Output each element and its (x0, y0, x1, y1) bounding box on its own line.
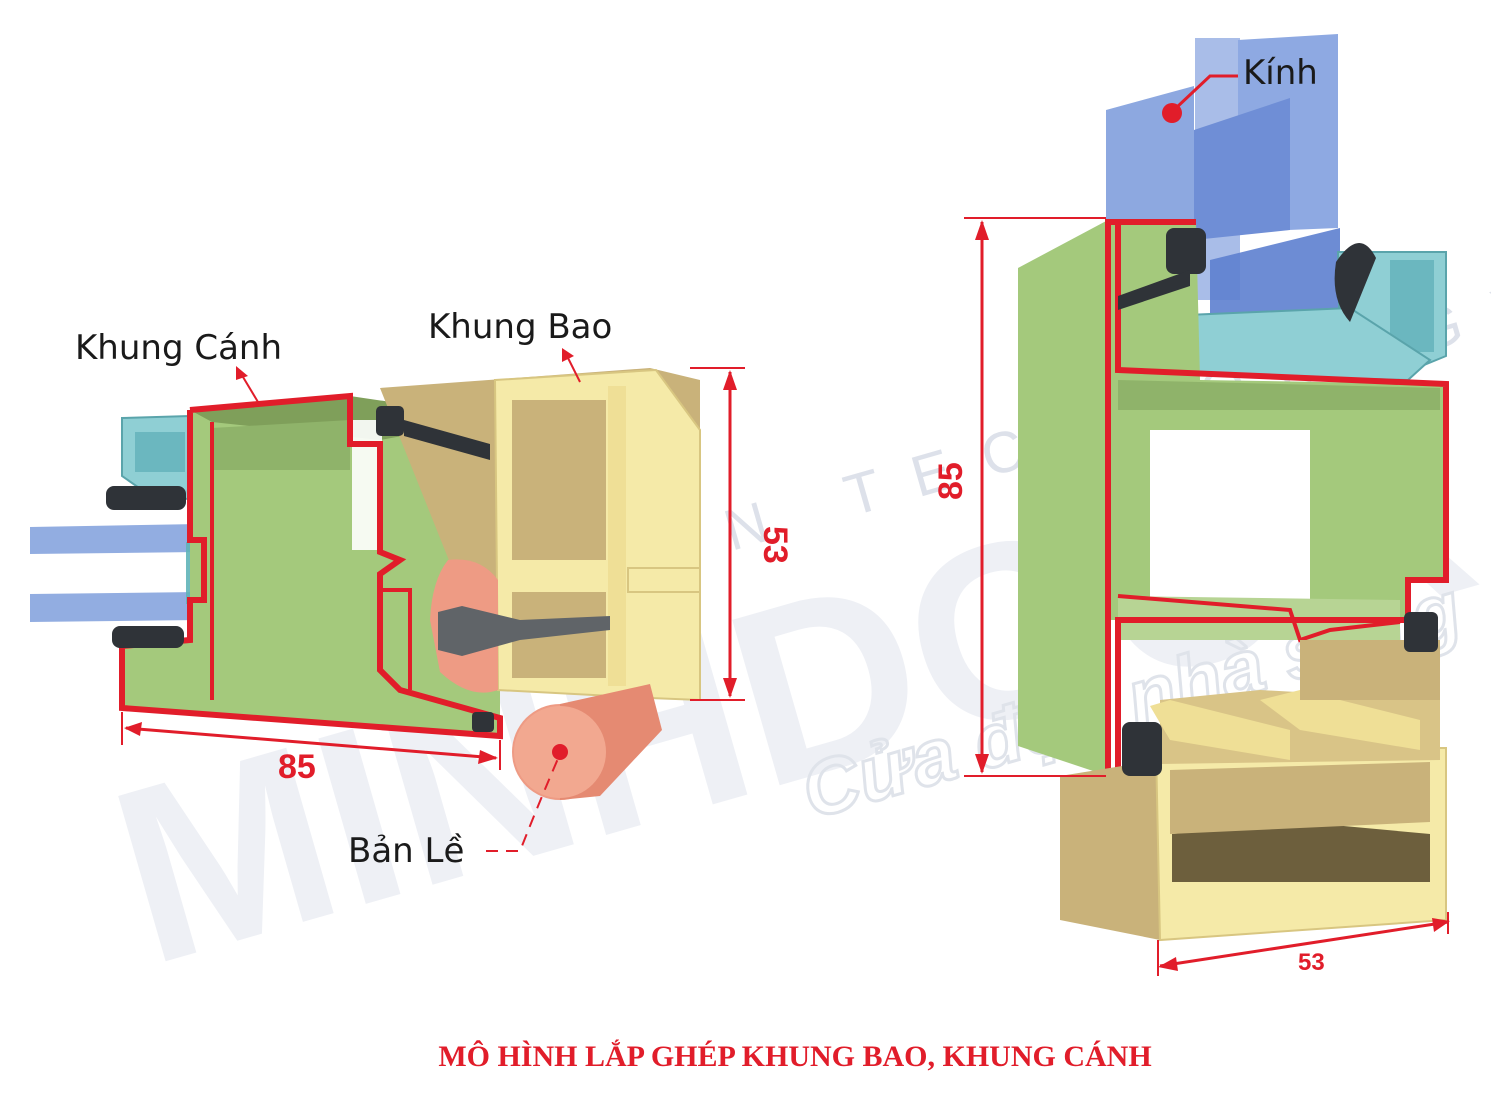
hinge-screw (438, 606, 610, 656)
gasket-frame-top (376, 406, 404, 436)
sash-right-window (1150, 430, 1310, 600)
diagram-caption: MÔ HÌNH LẮP GHÉP KHUNG BAO, KHUNG CÁNH (438, 1039, 1151, 1073)
frame-flange (627, 567, 701, 593)
left-assembly: Khung Cánh Khung Bao Bản Lề 85 53 (30, 307, 794, 871)
dim-85-left-value: 85 (278, 748, 316, 786)
leader-kinh (1174, 74, 1238, 110)
label-khung-bao: Khung Bao (428, 307, 612, 347)
glass-middle-pane (1194, 98, 1290, 240)
label-kinh: Kính (1243, 53, 1318, 93)
dim-85-right-arrow-top (975, 220, 989, 240)
dim-85-right-arrow-bottom (975, 754, 989, 774)
sash-cavity-shadow (212, 420, 350, 470)
label-ban-le: Bản Lề (348, 831, 464, 871)
sash-body-right-green (1018, 220, 1108, 776)
frame-right-upper-cavity (1170, 762, 1430, 834)
dim-85-line (125, 726, 497, 760)
sash-outline-red (119, 392, 503, 740)
frame-right-cavity (1172, 822, 1430, 882)
dim-85-arrow-left (124, 722, 142, 736)
frame-right-rib-a (1150, 700, 1290, 760)
dim-53-right-line (1159, 920, 1449, 968)
dim-53-arrow-bottom (723, 678, 737, 698)
dim-53-right-value: 53 (1298, 949, 1325, 976)
frame-slot-upper (512, 400, 606, 560)
label-khung-canh: Khung Cánh (75, 328, 282, 368)
gasket-left-lower (112, 626, 184, 648)
glazing-bead-right-slot (1390, 260, 1434, 352)
gasket-bottom (472, 712, 494, 732)
gasket-frame-strip (404, 420, 490, 460)
hinge-pin-dot (552, 744, 568, 760)
glazing-bead-cyan-slot (135, 432, 185, 472)
gasket-right-top-b (1334, 242, 1376, 322)
glass-front-pane (1106, 86, 1194, 230)
frame-rib (608, 386, 626, 686)
dim-53-right-arrow-left (1158, 957, 1178, 971)
frame-right-rib-b (1260, 690, 1420, 750)
frame-right-back (1060, 760, 1160, 940)
glass-pane-upper (30, 524, 200, 554)
leader-khung-bao-arrow (562, 348, 574, 362)
leader-ban-le (486, 753, 561, 852)
gasket-right-top-a (1166, 228, 1206, 274)
leader-khung-canh-arrow (236, 366, 248, 380)
dim-53-arrow-top (723, 370, 737, 390)
dim-85-right-value: 85 (932, 462, 970, 500)
dim-53-left-value: 53 (756, 526, 794, 564)
gasket-right-mid (1404, 612, 1438, 652)
gasket-right-strip (1118, 270, 1190, 310)
sash-inner-outline-red-2 (380, 588, 412, 690)
glass-lower-pane (1210, 228, 1340, 330)
dim-53-right-arrow-right (1432, 918, 1450, 932)
dim-85-arrow-right (478, 750, 498, 764)
right-assembly: Kính 85 (932, 34, 1450, 976)
gasket-right-bottom (1122, 722, 1162, 776)
sash-right-inner-shadow (1118, 380, 1440, 410)
glass-pane-lower (30, 592, 200, 622)
gasket-left-upper (106, 486, 186, 510)
sash-body-green (122, 396, 500, 736)
